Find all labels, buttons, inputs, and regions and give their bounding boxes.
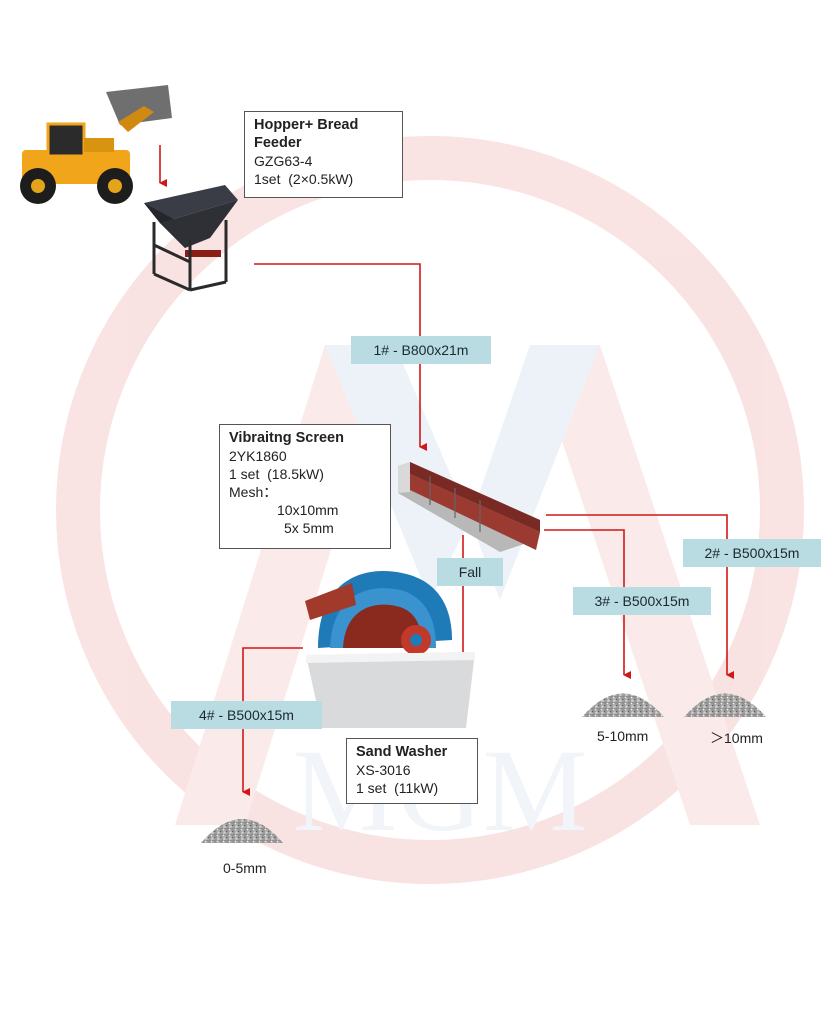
screen-mesh-1: 10x10mm [277, 502, 339, 518]
screen-mesh-label: Mesh： [229, 484, 278, 500]
screen-title: Vibraitng Screen [229, 430, 344, 446]
belt-4-label: 4# - B500x15m [171, 701, 322, 729]
sand-washer-icon [305, 570, 475, 728]
screen-model: 2YK1860 [229, 448, 287, 464]
fall-label: Fall [437, 558, 503, 586]
product-5-10mm-label: 5-10mm [597, 728, 649, 744]
washer-title: Sand Washer [356, 744, 448, 760]
hopper-feeder-icon [144, 185, 238, 292]
product-0-5mm-label: 0-5mm [223, 860, 267, 876]
hopper-model: GZG63-4 [254, 153, 313, 169]
wheel-loader-icon [20, 85, 172, 204]
hopper-spec: 1set (2×0.5kW) [254, 171, 354, 187]
flow-lines [159, 145, 734, 796]
screen-info-box: Vibraitng Screen 2YK1860 1 set (18.5kW) … [219, 424, 391, 549]
screen-spec: 1 set (18.5kW) [229, 466, 324, 482]
hopper-title: Hopper+ Bread Feeder [254, 117, 359, 151]
vibrating-screen-icon [398, 462, 540, 552]
belt-2-label: 2# - B500x15m [683, 539, 821, 567]
product-over-10mm-label: ＞10mm [710, 730, 763, 746]
belt-3-label: 3# - B500x15m [573, 587, 711, 615]
hopper-info-box: Hopper+ Bread Feeder GZG63-4 1set (2×0.5… [244, 111, 403, 198]
stockpile-icon [201, 693, 766, 843]
belt-1-label: 1# - B800x21m [351, 336, 491, 364]
screen-mesh-2: 5x 5mm [284, 520, 334, 536]
washer-model: XS-3016 [356, 762, 411, 778]
washer-spec: 1 set (11kW) [356, 780, 439, 796]
washer-info-box: Sand Washer XS-3016 1 set (11kW) [346, 738, 478, 804]
